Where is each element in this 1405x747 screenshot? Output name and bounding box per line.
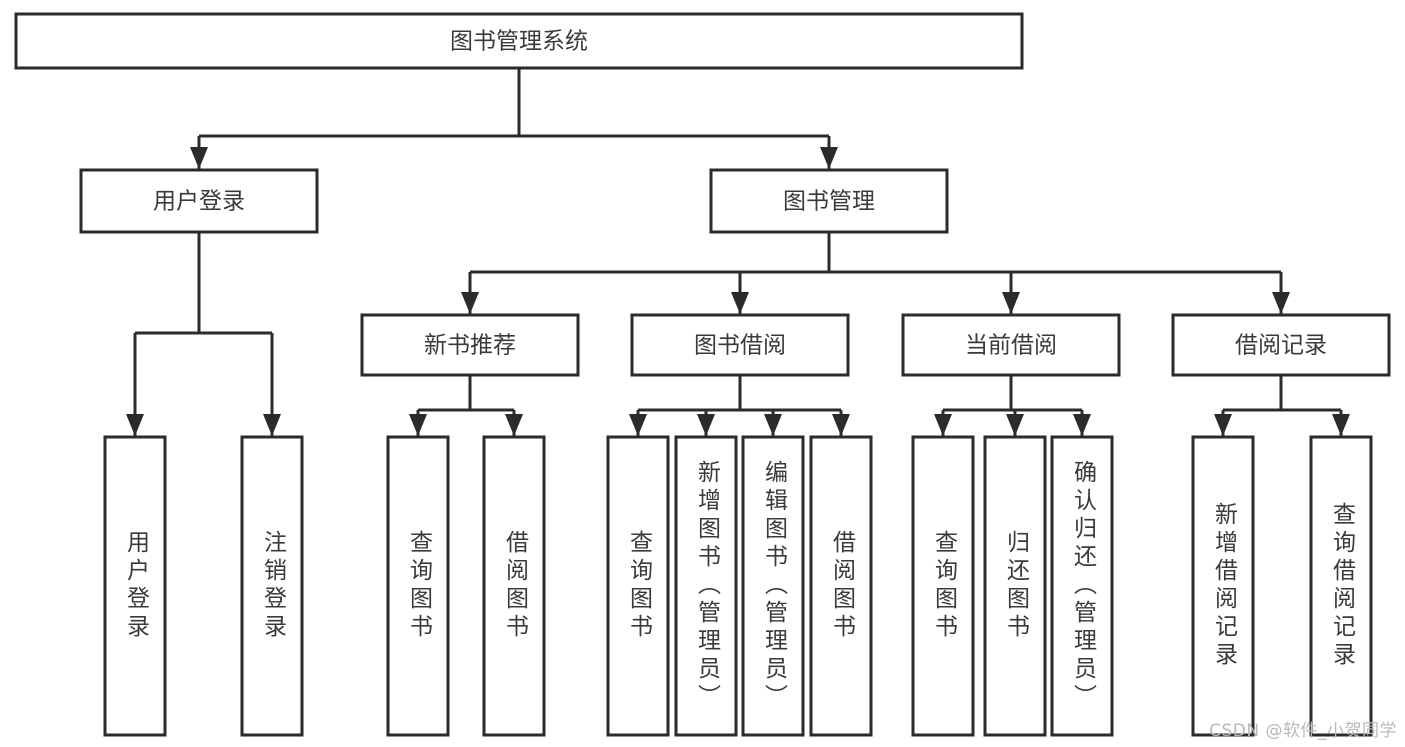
node-leaf-borrow-book-1[interactable] bbox=[482, 435, 546, 737]
node-leaf-add-record[interactable] bbox=[1191, 435, 1255, 737]
edges-layer bbox=[126, 68, 1350, 436]
node-new-book-recommend[interactable]: 新书推荐 bbox=[360, 313, 580, 377]
node-current-borrow[interactable]: 当前借阅 bbox=[901, 313, 1121, 377]
node-borrow-record-label: 借阅记录 bbox=[1235, 333, 1327, 359]
node-user-login[interactable]: 用户登录 bbox=[79, 168, 319, 234]
node-user-login-rect bbox=[79, 168, 319, 234]
node-leaf-user-login[interactable] bbox=[103, 435, 167, 737]
node-root-rect bbox=[14, 12, 1024, 70]
node-book-manage-label: 图书管理 bbox=[783, 189, 875, 215]
node-current-borrow-rect bbox=[901, 313, 1121, 377]
node-leaf-edit-book[interactable] bbox=[741, 435, 805, 737]
node-book-borrow[interactable]: 图书借阅 bbox=[630, 313, 850, 377]
node-leaf-borrow-book-2-rect bbox=[809, 435, 873, 737]
node-leaf-return-book[interactable] bbox=[983, 435, 1047, 737]
node-leaf-query-book-1-rect bbox=[386, 435, 450, 737]
node-borrow-record[interactable]: 借阅记录 bbox=[1171, 313, 1391, 377]
node-root-label: 图书管理系统 bbox=[450, 29, 588, 55]
node-book-manage-rect bbox=[709, 168, 949, 234]
node-leaf-user-login-rect bbox=[103, 435, 167, 737]
node-book-borrow-rect bbox=[630, 313, 850, 377]
node-leaf-add-book[interactable] bbox=[674, 435, 738, 737]
node-leaf-confirm-return-rect bbox=[1050, 435, 1114, 737]
node-current-borrow-label: 当前借阅 bbox=[965, 333, 1057, 359]
node-root[interactable]: 图书管理系统 bbox=[14, 12, 1024, 70]
node-leaf-query-book-1[interactable] bbox=[386, 435, 450, 737]
node-leaf-query-book-3[interactable] bbox=[911, 435, 975, 737]
node-leaf-query-record[interactable] bbox=[1309, 435, 1373, 737]
node-borrow-record-rect bbox=[1171, 313, 1391, 377]
node-book-manage[interactable]: 图书管理 bbox=[709, 168, 949, 234]
node-leaf-query-book-2[interactable] bbox=[606, 435, 670, 737]
node-leaf-add-record-rect bbox=[1191, 435, 1255, 737]
node-leaf-borrow-book-2[interactable] bbox=[809, 435, 873, 737]
node-leaf-logout[interactable] bbox=[240, 435, 304, 737]
node-leaf-logout-rect bbox=[240, 435, 304, 737]
node-leaf-query-record-rect bbox=[1309, 435, 1373, 737]
node-user-login-label: 用户登录 bbox=[153, 189, 245, 215]
node-leaf-borrow-book-1-rect bbox=[482, 435, 546, 737]
node-book-borrow-label: 图书借阅 bbox=[694, 333, 786, 359]
node-leaf-query-book-3-rect bbox=[911, 435, 975, 737]
node-leaf-edit-book-rect bbox=[741, 435, 805, 737]
node-leaf-confirm-return[interactable] bbox=[1050, 435, 1114, 737]
node-new-book-recommend-rect bbox=[360, 313, 580, 377]
node-leaf-add-book-rect bbox=[674, 435, 738, 737]
csdn-watermark: CSDN @软件_小贺同学 bbox=[1209, 721, 1397, 741]
node-leaf-query-book-2-rect bbox=[606, 435, 670, 737]
node-new-book-recommend-label: 新书推荐 bbox=[424, 333, 516, 359]
node-leaf-return-book-rect bbox=[983, 435, 1047, 737]
